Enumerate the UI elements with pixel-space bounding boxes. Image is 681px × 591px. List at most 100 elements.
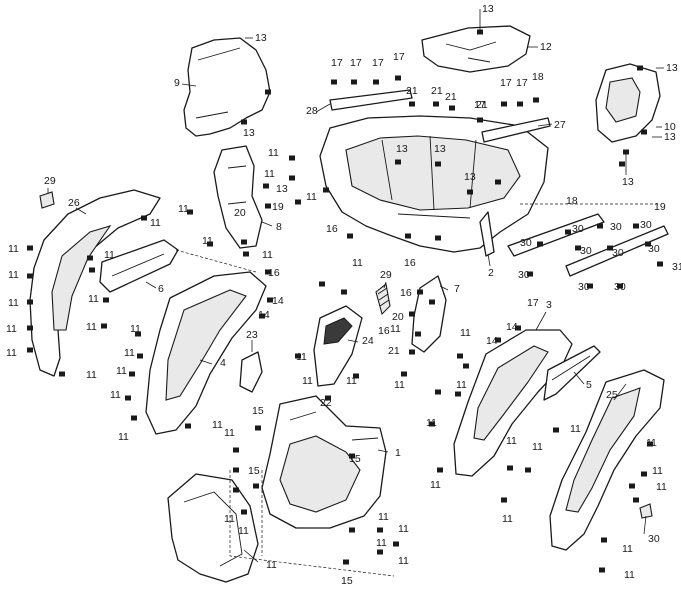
callout-11: 11 (378, 511, 389, 523)
fastener-icon (27, 299, 33, 305)
callout-21: 21 (445, 91, 457, 103)
fastener-icon (349, 453, 355, 459)
fastener-icon (265, 203, 271, 209)
fastener-icon (241, 239, 247, 245)
fastener-icon (343, 559, 349, 565)
fastener-icon (435, 389, 441, 395)
fastener-icon (417, 289, 423, 295)
fastener-icon (537, 241, 543, 247)
fastener-icon (587, 283, 593, 289)
part-footboard-lower (565, 225, 669, 277)
callout-30: 30 (572, 223, 584, 235)
callout-21: 21 (406, 85, 418, 97)
fastener-icon (89, 267, 95, 273)
callout-30: 30 (580, 245, 592, 257)
fastener-icon (565, 229, 571, 235)
part-tab-left (39, 191, 55, 209)
callout-30: 30 (614, 281, 626, 293)
callout-11: 11 (8, 297, 19, 309)
fastener-icon (633, 223, 639, 229)
callout-11: 11 (264, 168, 275, 180)
callout-16: 17 (527, 297, 539, 309)
fastener-icon (405, 233, 411, 239)
fastener-icon (477, 117, 483, 123)
part-tab-right (639, 503, 653, 519)
fastener-icon (501, 497, 507, 503)
fastener-icon (617, 283, 623, 289)
fastener-icon (517, 101, 523, 107)
fastener-icon (553, 427, 559, 433)
fastener-icon (341, 289, 347, 295)
callout-30: 30 (610, 221, 622, 233)
fastener-icon (477, 29, 483, 35)
fastener-icon (457, 353, 463, 359)
fastener-icon (429, 421, 435, 427)
callout-16: 16 (404, 257, 416, 269)
fastener-icon (241, 119, 247, 125)
callout-13: 13 (396, 143, 408, 155)
callout-18: 18 (566, 195, 578, 207)
callout-11: 11 (6, 347, 17, 359)
callout-19: 20 (392, 311, 404, 323)
fastener-icon (59, 371, 65, 377)
callout-15: 15 (341, 575, 353, 587)
part-bracket-right (481, 117, 551, 143)
callout-20: 21 (388, 345, 400, 357)
fastener-icon (347, 233, 353, 239)
callout-11: 11 (124, 347, 135, 359)
callout-11: 11 (394, 379, 405, 391)
callout-11: 11 (652, 465, 663, 477)
callout-30: 31 (672, 261, 681, 273)
fastener-icon (495, 337, 501, 343)
callout-13: 13 (664, 131, 676, 143)
callout-11: 11 (398, 523, 409, 535)
fastener-icon (641, 471, 647, 477)
callout-13: 13 (276, 183, 288, 195)
part-right-side-strip (543, 345, 601, 401)
part-left-inner-bracket (213, 145, 263, 249)
fastener-icon (377, 549, 383, 555)
callout-11: 11 (116, 365, 127, 377)
callout-3: 3 (546, 299, 552, 311)
fastener-icon (373, 79, 379, 85)
fastener-icon (325, 395, 331, 401)
callout-14: 14 (258, 309, 270, 321)
callout-11: 11 (224, 513, 235, 525)
fastener-icon (27, 325, 33, 331)
callout-11: 11 (8, 269, 19, 281)
callout-11: 11 (6, 323, 17, 335)
callout-11: 11 (456, 379, 467, 391)
callout-28: 29 (380, 269, 392, 281)
fastener-icon (265, 269, 271, 275)
callout-11: 11 (656, 481, 667, 493)
callout-11: 11 (86, 369, 97, 381)
callout-17: 17 (516, 77, 528, 89)
fastener-icon (435, 235, 441, 241)
callout-10: 10 (664, 121, 676, 133)
callout-11: 11 (110, 389, 121, 401)
callout-13: 13 (622, 176, 634, 188)
fastener-icon (415, 331, 421, 337)
fastener-icon (619, 161, 625, 167)
callout-11: 11 (118, 431, 129, 443)
callout-11: 11 (570, 423, 581, 435)
fastener-icon (429, 299, 435, 305)
fastener-icon (409, 349, 415, 355)
fastener-icon (633, 497, 639, 503)
fastener-icon (87, 255, 93, 261)
fastener-icon (353, 373, 359, 379)
fastener-icon (607, 245, 613, 251)
callout-30: 30 (640, 219, 652, 231)
callout-13: 13 (464, 171, 476, 183)
callout-31: 11 (266, 559, 277, 571)
fastener-icon (435, 161, 441, 167)
callout-30: 30 (520, 237, 532, 249)
part-grille (375, 282, 391, 316)
callout-11: 11 (88, 293, 99, 305)
callout-11: 11 (224, 427, 235, 439)
callout-25: 26 (68, 197, 80, 209)
fastener-icon (135, 331, 141, 337)
callout-11: 11 (296, 351, 307, 363)
callout-17: 17 (474, 99, 486, 111)
callout-11: 11 (302, 375, 313, 387)
